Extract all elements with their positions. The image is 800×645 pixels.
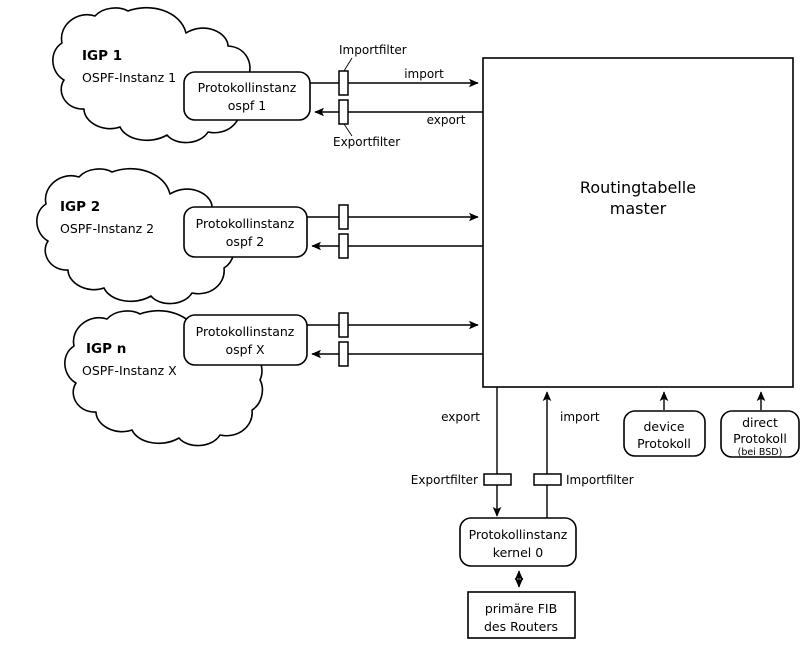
node-ospf2-line2: ospf 2: [226, 234, 264, 249]
node-direct-line1: direct: [742, 415, 778, 430]
node-fib-line1: primäre FIB: [485, 601, 557, 616]
filter-import-ospf2: [338, 204, 349, 230]
cloud-igp1: IGP 1 OSPF-Instanz 1: [52, 6, 252, 144]
label-import-ospf1: import: [404, 67, 444, 81]
node-direct-protokoll: direct Protokoll (bei BSD): [720, 391, 800, 458]
label-export-kernel: export: [441, 410, 480, 424]
filter-export-ospfx: [338, 341, 349, 367]
label-importfilter-kernel: Importfilter: [566, 473, 634, 487]
node-kernel0-line1: Protokollinstanz: [469, 527, 568, 542]
node-ospf1-line1: Protokollinstanz: [198, 80, 297, 95]
node-ospf2-line1: Protokollinstanz: [196, 216, 295, 231]
row2-connections: [307, 212, 483, 251]
node-ospfx-line1: Protokollinstanz: [196, 324, 295, 339]
routing-table-master: Routingtabelle master: [482, 57, 794, 388]
routing-table-title-line1: Routingtabelle: [580, 178, 696, 197]
cloud-igp1-title: IGP 1: [82, 48, 122, 64]
node-kernel0: Protokollinstanz kernel 0: [459, 517, 577, 567]
filter-import-ospfx: [338, 312, 349, 338]
cloud-igp2-subtitle: OSPF-Instanz 2: [60, 221, 154, 236]
filter-export-ospf2: [338, 233, 349, 259]
node-kernel0-line2: kernel 0: [493, 545, 543, 560]
node-ospfx: Protokollinstanz ospf X: [183, 314, 308, 366]
filter-export-ospf1: [338, 99, 353, 137]
node-device-line1: device: [643, 419, 684, 434]
cloud-igp2-title: IGP 2: [60, 199, 100, 215]
filter-export-kernel: [483, 473, 512, 486]
node-ospf2: Protokollinstanz ospf 2: [183, 206, 308, 258]
node-device-protokoll: device Protokoll: [623, 391, 706, 457]
cloud-igp1-subtitle: OSPF-Instanz 1: [82, 70, 176, 85]
cloud-igpn-subtitle: OSPF-Instanz X: [82, 363, 177, 378]
filter-import-kernel: [533, 473, 562, 486]
kernel-import-connection: import Importfilter: [533, 391, 634, 521]
node-direct-line2: Protokoll: [733, 431, 787, 446]
node-ospf1: Protokollinstanz ospf 1: [183, 71, 311, 121]
node-ospfx-line2: ospf X: [225, 342, 264, 357]
node-ospf1-line2: ospf 1: [228, 98, 266, 113]
row3-connections: [307, 320, 483, 359]
node-device-line2: Protokoll: [637, 436, 691, 451]
filter-import-ospf1: [338, 57, 353, 96]
row1-connections: [310, 78, 483, 117]
node-direct-line3: (bei BSD): [738, 447, 783, 458]
routing-table-title-line2: master: [610, 199, 667, 218]
label-exportfilter-ospf1: Exportfilter: [333, 135, 400, 149]
label-export-ospf1: export: [427, 113, 466, 127]
node-fib-line2: des Routers: [484, 619, 558, 634]
label-import-kernel: import: [560, 410, 600, 424]
cloud-igpn-title: IGP n: [86, 341, 126, 357]
label-exportfilter-kernel: Exportfilter: [411, 473, 478, 487]
node-fib: primäre FIB des Routers: [467, 591, 576, 639]
label-importfilter-ospf1: Importfilter: [339, 43, 407, 57]
kernel-export-connection: export Exportfilter: [411, 387, 512, 517]
